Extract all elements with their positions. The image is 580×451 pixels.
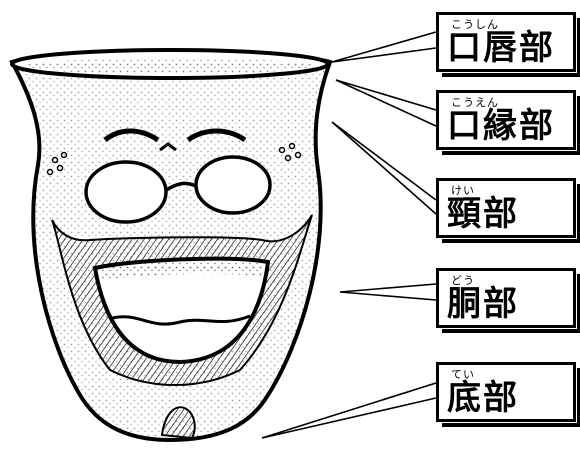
- tongue-line: [111, 314, 251, 326]
- label-lip: こうしん 口唇部: [436, 12, 580, 77]
- label-rim-ruby: こうえん: [451, 96, 499, 109]
- label-neck-term: 頸部: [447, 194, 519, 234]
- label-body: どう 胴部: [436, 268, 580, 333]
- eyebrow-left: [103, 128, 160, 143]
- label-body-ruby: どう: [451, 274, 475, 287]
- label-lip-ruby: こうしん: [451, 18, 499, 31]
- leader-lines: [261, 31, 437, 439]
- label-base-ruby: てい: [451, 368, 475, 381]
- label-neck-ruby: けい: [451, 184, 475, 197]
- label-lip-term: 口唇部: [447, 28, 555, 68]
- cheek-marks: [46, 142, 302, 176]
- label-rim: こうえん 口縁部: [436, 90, 580, 155]
- eyebrow-right: [186, 128, 247, 143]
- label-base-term: 底部: [447, 378, 519, 418]
- glasses: [84, 155, 272, 224]
- mouth: [92, 256, 271, 365]
- label-base: てい 底部: [436, 362, 580, 427]
- label-rim-term: 口縁部: [447, 106, 555, 146]
- label-neck: けい 頸部: [436, 178, 580, 243]
- chin-tuft: [160, 406, 196, 440]
- label-body-term: 胴部: [447, 284, 519, 324]
